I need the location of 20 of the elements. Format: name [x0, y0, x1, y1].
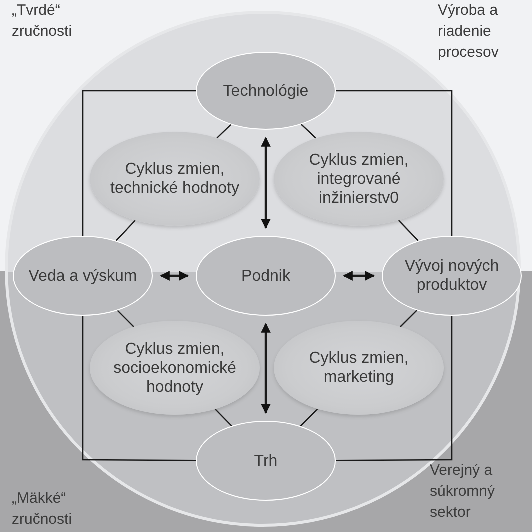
double-arrow: [261, 137, 271, 229]
corner-label: „Mäkké“ zručnosti: [12, 489, 74, 530]
double-arrow: [160, 271, 189, 281]
connector-line: [300, 408, 318, 427]
connector-line: [117, 310, 134, 328]
double-arrow: [343, 271, 375, 281]
connector-line: [82, 90, 196, 236]
connector-line: [82, 316, 196, 462]
connector-line: [336, 90, 453, 236]
connector-line: [214, 408, 232, 427]
double-arrow: [261, 323, 271, 414]
connector-line: [336, 316, 453, 462]
corner-label: Výroba a riadenie procesov: [438, 1, 500, 63]
connector-line: [116, 220, 136, 242]
connector-line: [400, 310, 418, 328]
corner-label: Verejný a súkromný sektor: [430, 461, 496, 523]
connector-line: [301, 124, 317, 139]
corner-label: „Tvrdé“ zručnosti: [12, 1, 74, 42]
connector-line: [398, 220, 419, 242]
connector-line: [216, 124, 232, 139]
